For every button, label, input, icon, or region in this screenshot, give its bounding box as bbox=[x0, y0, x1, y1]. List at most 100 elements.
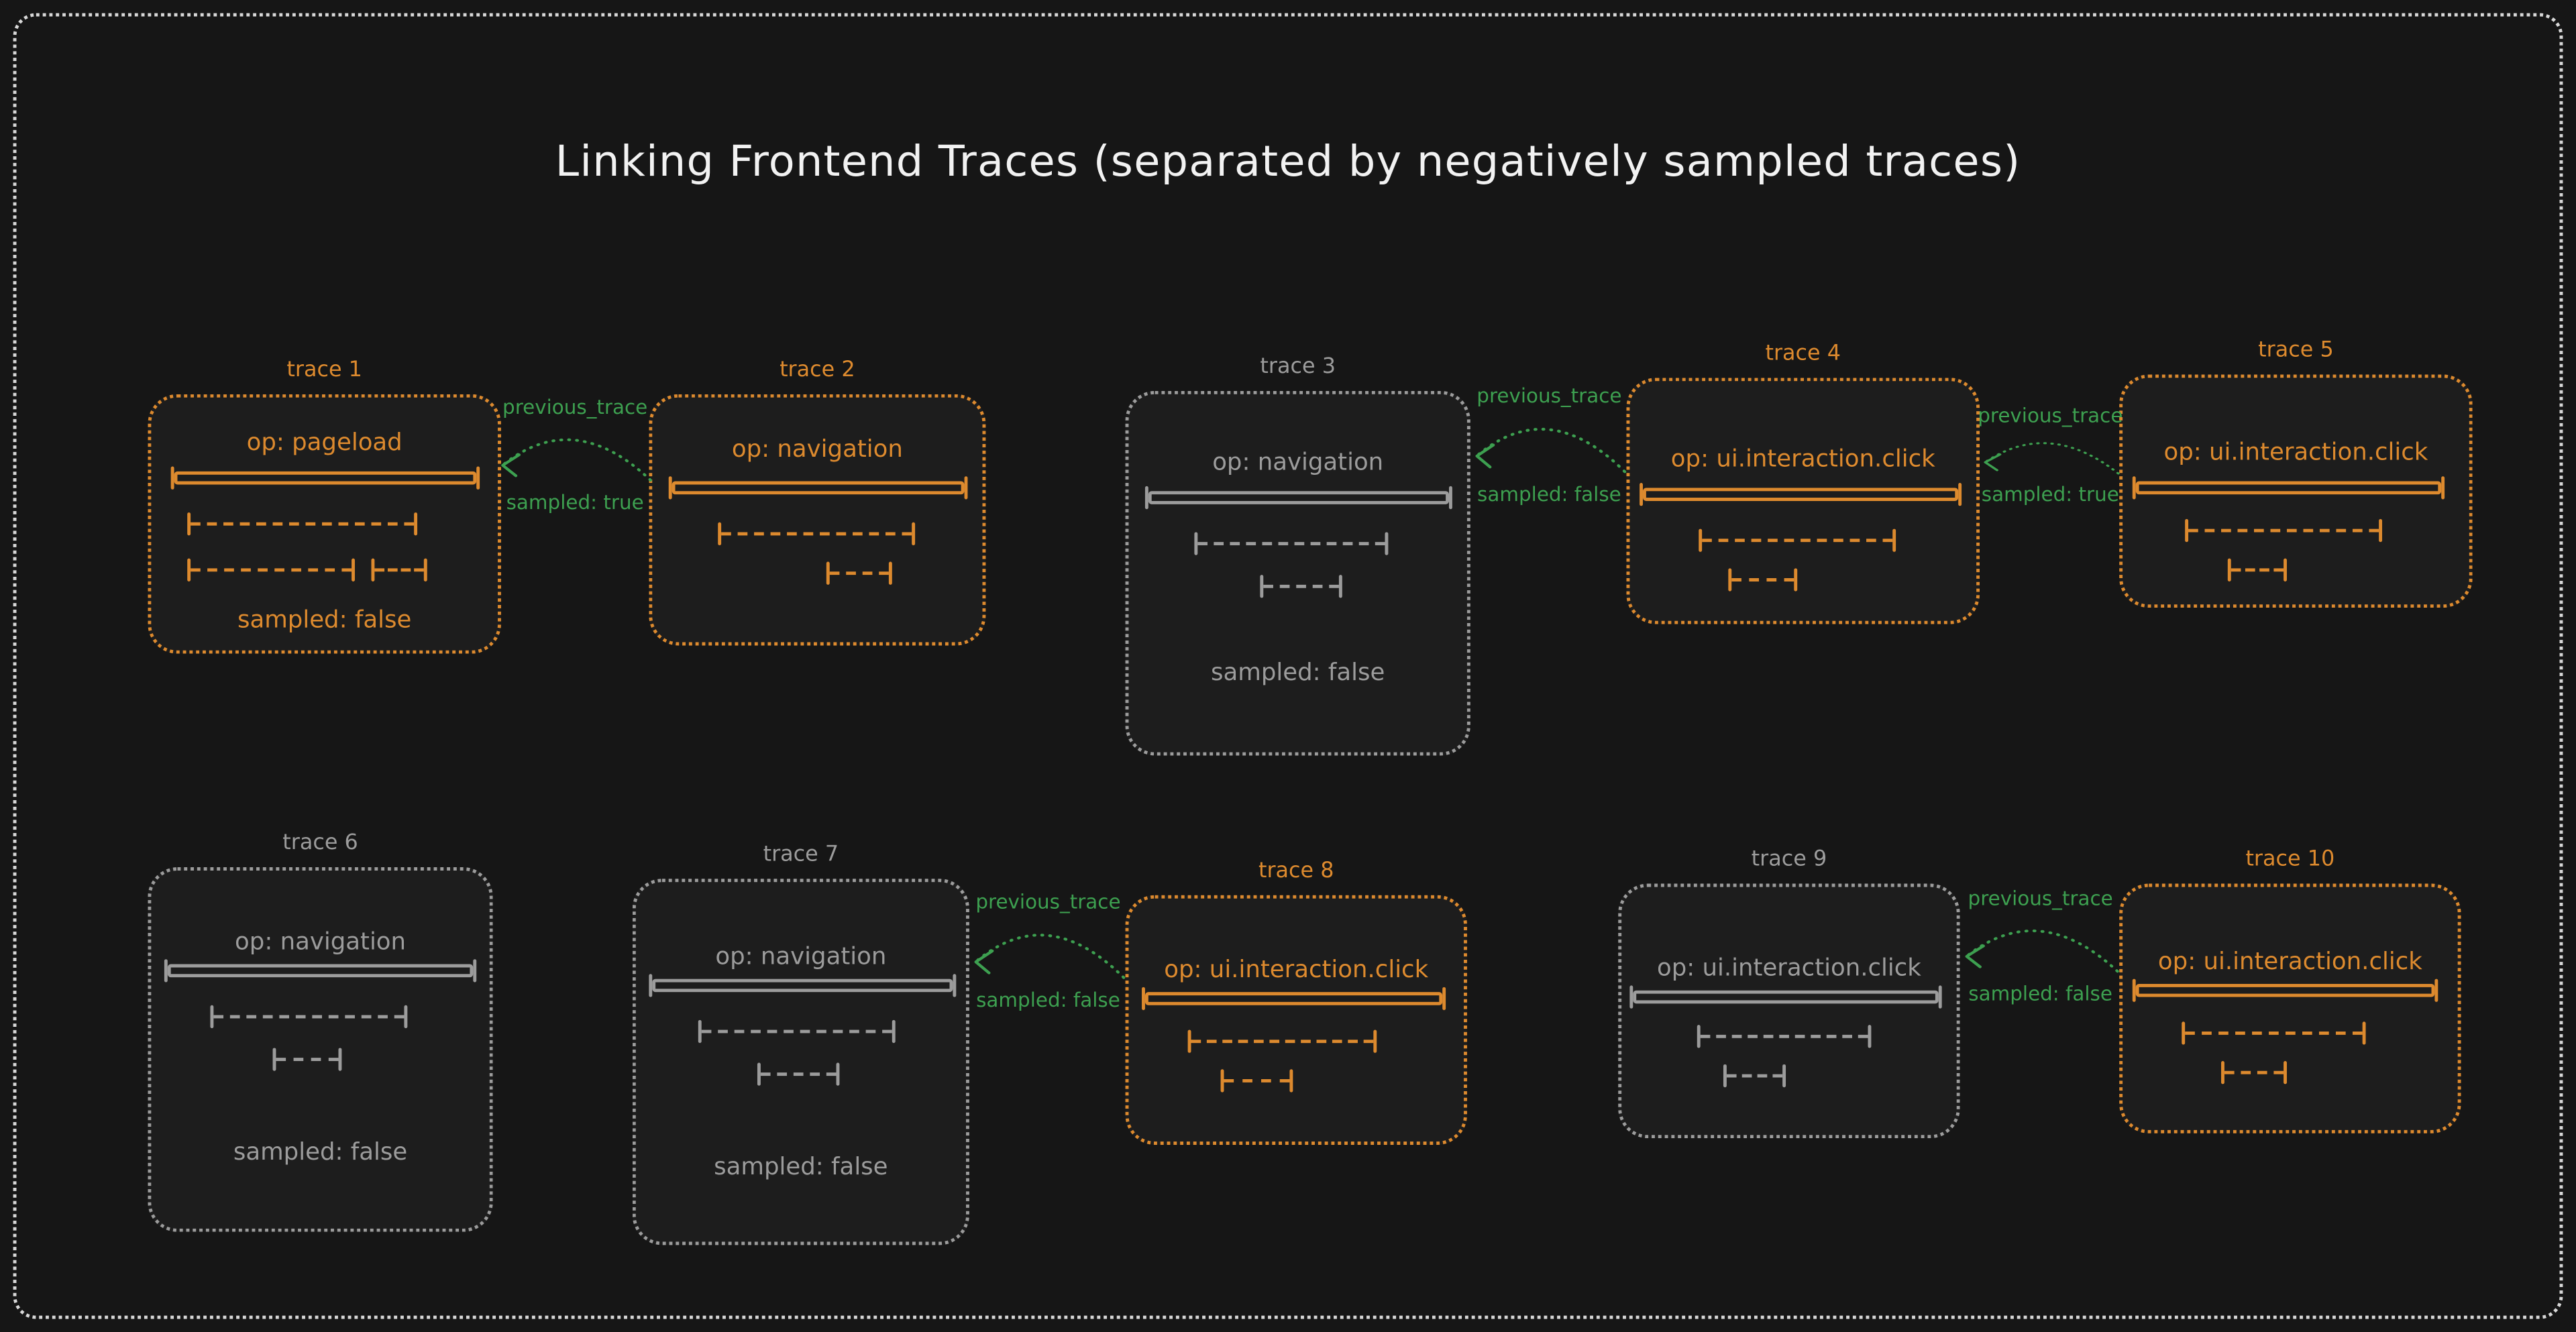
link-arrow-icon bbox=[1965, 929, 2119, 973]
link-arrow-icon bbox=[974, 934, 1126, 979]
trace-outline bbox=[649, 394, 986, 646]
span-bar-dashed bbox=[1220, 1069, 1293, 1093]
trace-9: trace 9 op: ui.interaction.click bbox=[1618, 848, 1960, 1139]
link-trace1-trace2: previous_trace sampled: true bbox=[493, 396, 657, 514]
span-bars bbox=[2119, 884, 2461, 1133]
span-bars bbox=[2119, 374, 2473, 608]
span-bar-dashed bbox=[1697, 1025, 1872, 1048]
link-previous-trace-label: previous_trace bbox=[1477, 384, 1622, 408]
trace-op-label: op: navigation bbox=[235, 930, 407, 956]
trace-3: trace 3 op: navigation sampled: false bbox=[1125, 355, 1470, 756]
trace-op-label: op: ui.interaction.click bbox=[2163, 440, 2428, 467]
trace-op-label: op: navigation bbox=[1212, 450, 1384, 477]
trace-outline bbox=[148, 867, 493, 1232]
span-bars bbox=[148, 867, 492, 1232]
trace-outline bbox=[1125, 895, 1467, 1145]
trace-label: trace 10 bbox=[2245, 847, 2335, 873]
span-bar-dashed bbox=[718, 522, 916, 546]
span-bars bbox=[649, 394, 985, 646]
link-sampled-label: sampled: false bbox=[976, 989, 1120, 1012]
span-bar-dashed bbox=[698, 1019, 896, 1044]
span-bar-solid bbox=[668, 476, 968, 500]
span-bars bbox=[1126, 391, 1470, 756]
trace-outline bbox=[148, 394, 501, 654]
span-bar-dashed bbox=[210, 1005, 408, 1029]
link-arrow-icon bbox=[501, 438, 653, 482]
trace-label: trace 4 bbox=[1765, 341, 1841, 367]
trace-outline bbox=[2119, 883, 2461, 1133]
trace-label: trace 2 bbox=[780, 357, 855, 383]
span-bar-dashed bbox=[272, 1048, 342, 1071]
span-bars bbox=[1126, 895, 1467, 1145]
trace-op-label: op: ui.interaction.click bbox=[1164, 957, 1429, 984]
span-bar-solid bbox=[164, 959, 477, 983]
span-bar-dashed bbox=[757, 1062, 840, 1086]
span-bar-dashed bbox=[826, 561, 892, 585]
link-trace4-trace5: previous_trace sampled: true bbox=[1976, 404, 2124, 506]
span-bar-solid bbox=[1144, 486, 1452, 510]
span-bars bbox=[1626, 378, 1980, 624]
link-sampled-label: sampled: false bbox=[1968, 982, 2112, 1005]
trace-label: trace 1 bbox=[286, 357, 362, 383]
span-bar-solid bbox=[2132, 476, 2445, 500]
trace-label: trace 9 bbox=[1751, 847, 1827, 873]
span-bar-dashed bbox=[1187, 1030, 1377, 1053]
trace-outline bbox=[1626, 378, 1980, 624]
link-previous-trace-label: previous_trace bbox=[502, 396, 648, 419]
trace-outline bbox=[632, 879, 969, 1245]
span-bar-solid bbox=[1629, 985, 1942, 1009]
span-bar-dashed bbox=[2221, 1061, 2287, 1085]
span-bars bbox=[633, 879, 969, 1245]
trace-7: trace 7 op: navigation sampled: false bbox=[632, 842, 969, 1245]
trace-op-label: op: pageload bbox=[246, 430, 402, 457]
trace-outline bbox=[1125, 390, 1470, 756]
span-bar-dashed bbox=[2182, 1021, 2366, 1045]
trace-label: trace 5 bbox=[2258, 338, 2334, 364]
link-arrow-icon bbox=[1475, 427, 1627, 474]
link-trace3-trace4: previous_trace sampled: false bbox=[1467, 384, 1631, 506]
link-trace7-trace8: previous_trace sampled: false bbox=[966, 890, 1130, 1012]
trace-op-label: op: ui.interaction.click bbox=[1656, 956, 1921, 983]
span-bar-solid bbox=[170, 466, 480, 490]
span-bar-dashed bbox=[2227, 558, 2287, 581]
link-sampled-label: sampled: false bbox=[1477, 483, 1621, 506]
trace-10: trace 10 op: ui.interaction.click bbox=[2119, 848, 2461, 1133]
trace-outline bbox=[1618, 883, 1960, 1139]
span-bar-dashed bbox=[1194, 532, 1389, 555]
trace-op-label: op: ui.interaction.click bbox=[1670, 447, 1935, 474]
span-bar-dashed bbox=[371, 558, 427, 581]
trace-1: trace 1 op: pageload sampled: false bbox=[148, 358, 501, 654]
trace-outline bbox=[2119, 374, 2473, 608]
trace-2: trace 2 op: navigation bbox=[649, 358, 986, 646]
link-sampled-label: sampled: true bbox=[506, 491, 644, 514]
trace-label: trace 8 bbox=[1258, 858, 1334, 884]
link-previous-trace-label: previous_trace bbox=[1968, 887, 2113, 910]
span-bar-solid bbox=[1142, 987, 1446, 1011]
link-sampled-label: sampled: true bbox=[1981, 483, 2119, 506]
link-arrow-icon bbox=[1984, 442, 2120, 475]
trace-6: trace 6 op: navigation sampled: false bbox=[148, 831, 493, 1232]
span-bars bbox=[1618, 884, 1960, 1139]
trace-op-label: op: navigation bbox=[731, 437, 903, 463]
trace-sampled-label: sampled: false bbox=[714, 1154, 888, 1181]
span-bar-dashed bbox=[1723, 1064, 1786, 1088]
trace-8: trace 8 op: ui.interaction.click bbox=[1125, 859, 1467, 1145]
link-trace9-trace10: previous_trace sampled: false bbox=[1957, 887, 2125, 1005]
link-previous-trace-label: previous_trace bbox=[975, 890, 1121, 913]
trace-label: trace 3 bbox=[1260, 354, 1336, 380]
span-bar-dashed bbox=[1728, 568, 1798, 592]
span-bar-solid bbox=[2132, 979, 2438, 1002]
trace-op-label: op: navigation bbox=[715, 944, 887, 971]
trace-5: trace 5 op: ui.interaction.click bbox=[2119, 338, 2473, 608]
span-bar-dashed bbox=[2185, 518, 2383, 543]
trace-sampled-label: sampled: false bbox=[237, 608, 412, 634]
trace-op-label: op: ui.interaction.click bbox=[2157, 949, 2422, 976]
trace-sampled-label: sampled: false bbox=[233, 1140, 408, 1166]
span-bar-dashed bbox=[187, 512, 418, 536]
trace-4: trace 4 op: ui.interaction.click bbox=[1626, 341, 1980, 624]
trace-sampled-label: sampled: false bbox=[1210, 660, 1385, 687]
span-bar-dashed bbox=[1699, 529, 1896, 552]
link-previous-trace-label: previous_trace bbox=[1978, 404, 2123, 427]
span-bar-dashed bbox=[1260, 575, 1342, 598]
